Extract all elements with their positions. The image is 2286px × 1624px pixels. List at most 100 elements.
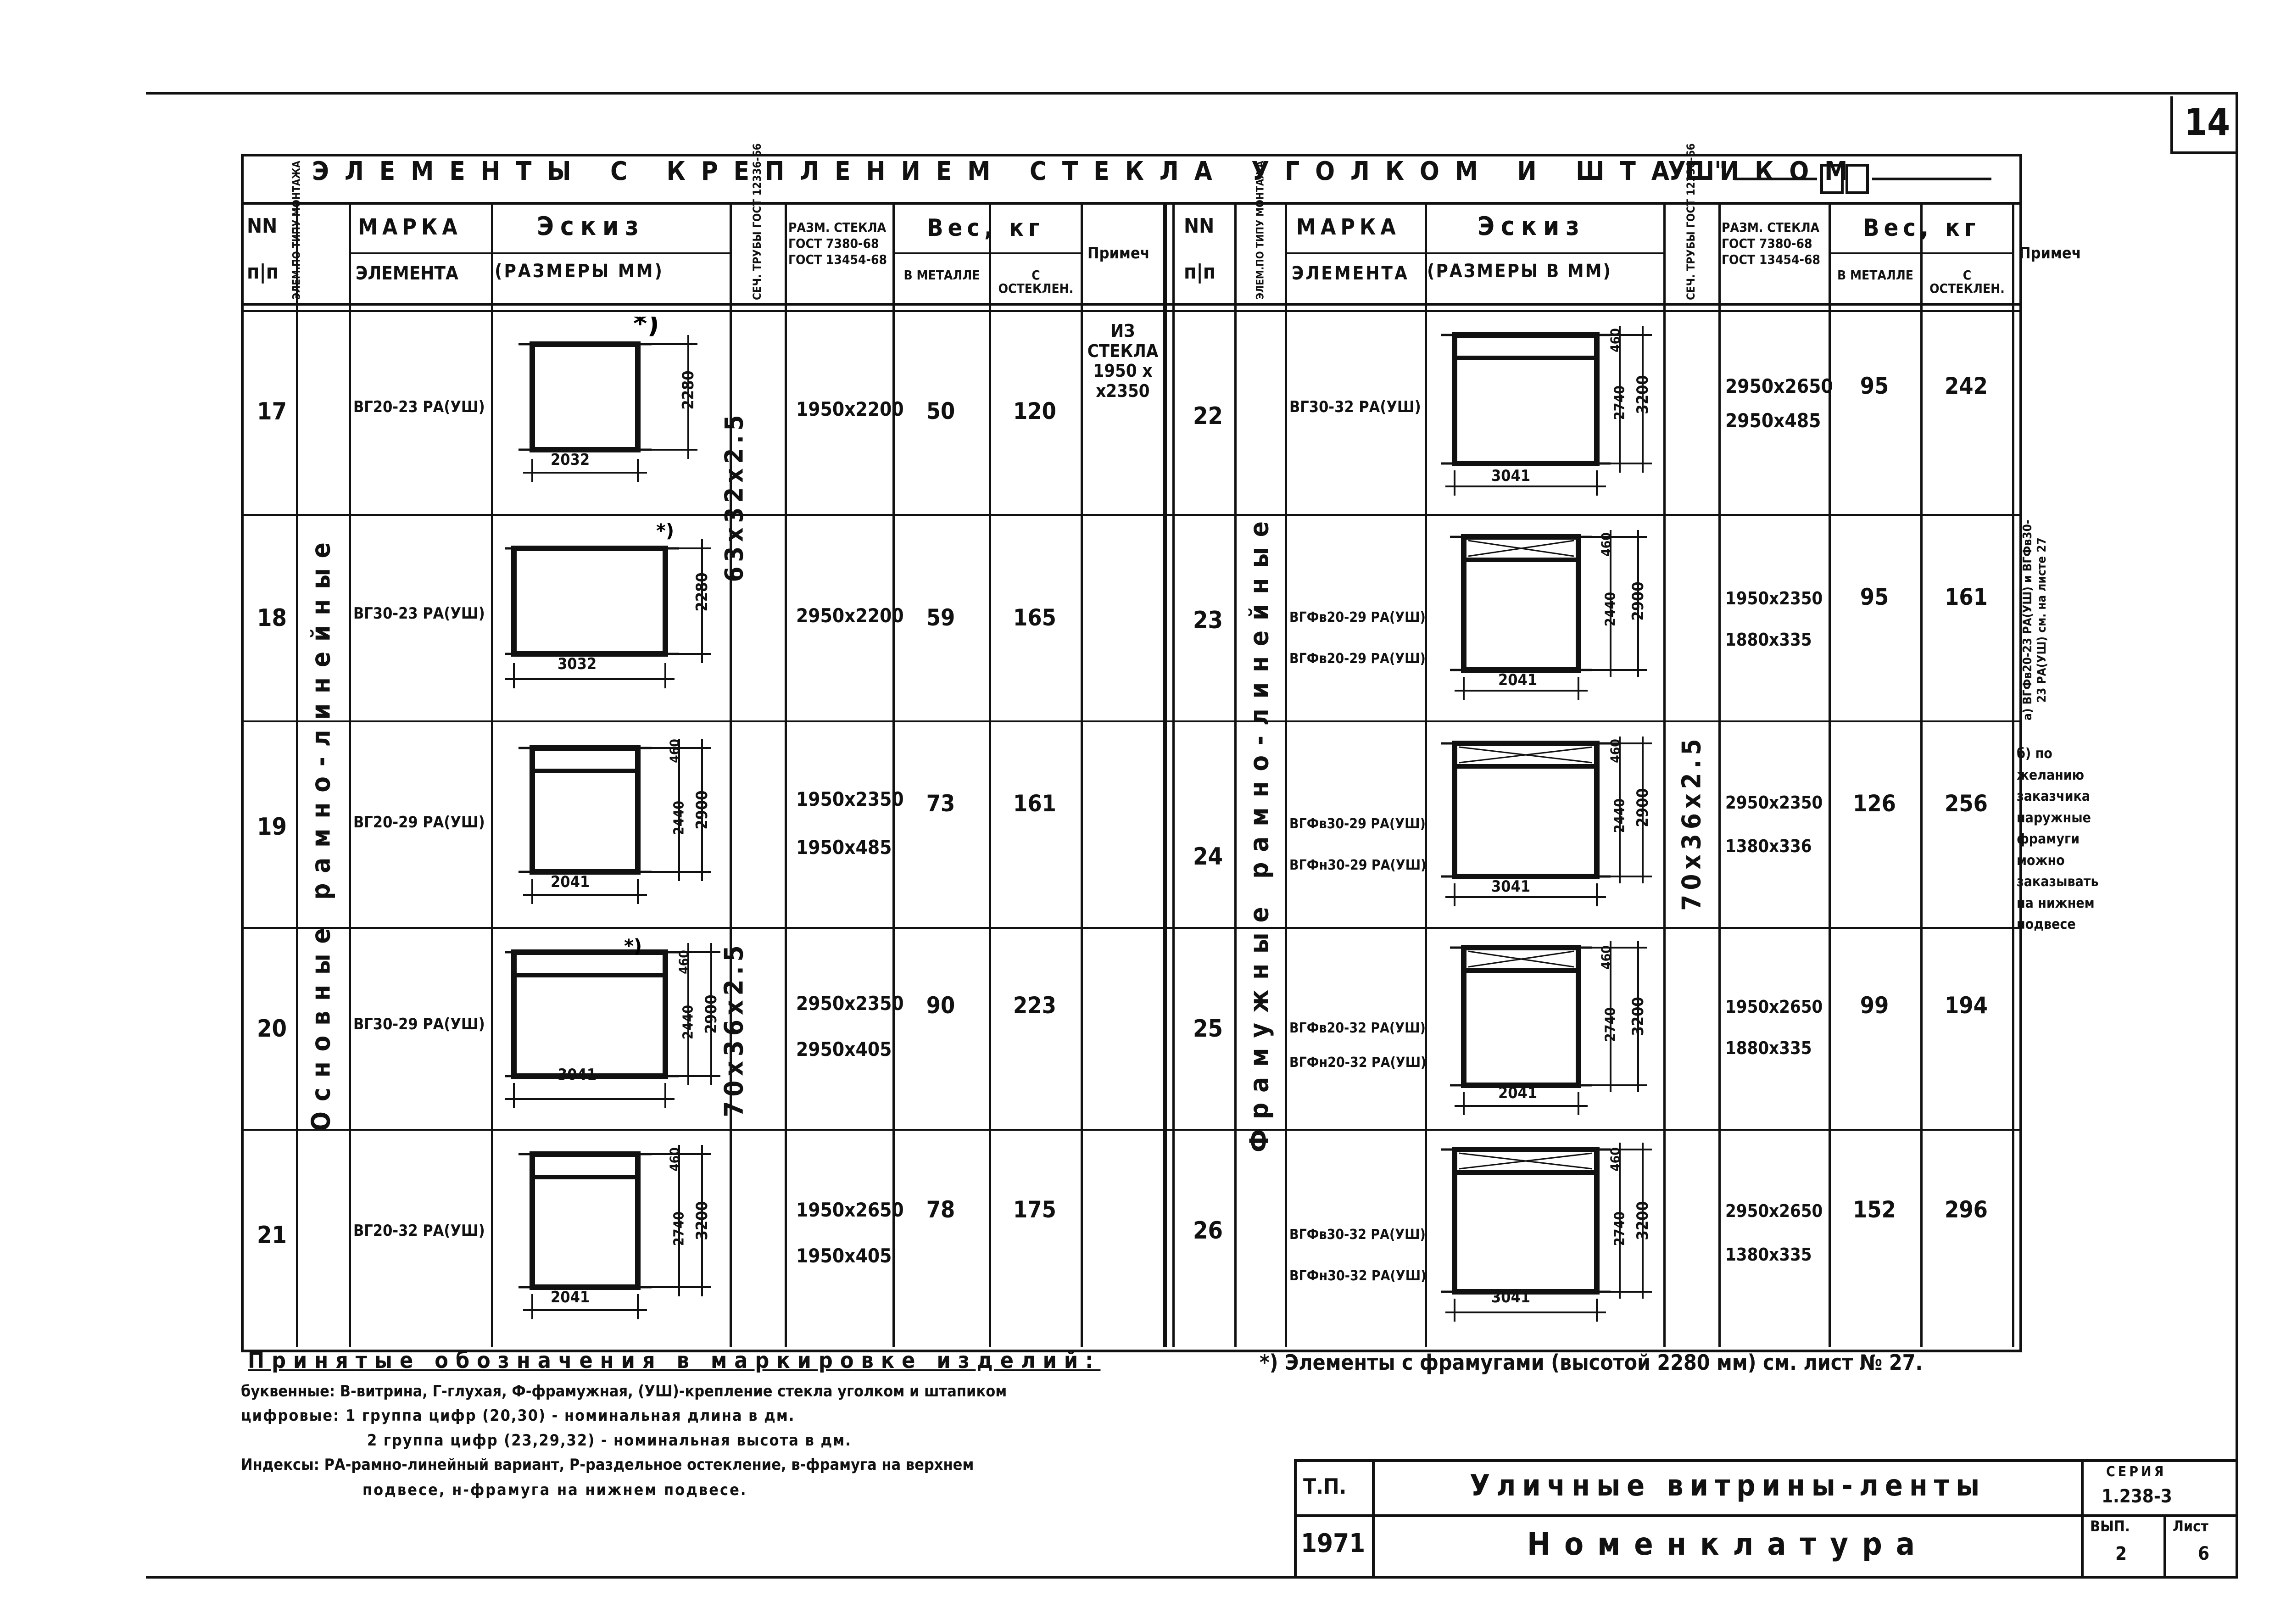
sketch-dim-width: 3041 <box>1491 877 1531 896</box>
col-line <box>989 202 991 1347</box>
row-number: 25 <box>1193 1015 1223 1043</box>
legend-title: Принятые обозначения в маркировке издели… <box>248 1348 1101 1373</box>
header-glass-size-right: РАЗМ. СТЕКЛА ГОСТ 7380-68 ГОСТ 13454-68 <box>1722 220 1821 267</box>
table-title: ЭЛЕМЕНТЫ С КРЕПЛЕНИЕМ СТЕКЛА УГОЛКОМ И Ш… <box>312 156 1863 186</box>
glass-size-2: 1380х336 <box>1725 836 1812 856</box>
sketch-dim-width: 2041 <box>1498 1084 1538 1102</box>
sketch-frame-drawing: *) <box>505 936 720 1108</box>
header-glazed-right: С ОСТЕКЛЕН. <box>1929 268 2005 296</box>
header-montage-right: ЭЛЕМ.ПО ТИПУ МОНТАЖА <box>1255 161 1266 300</box>
title-block-col <box>2081 1459 2084 1576</box>
glass-size: 1950х2350 <box>1725 588 1823 608</box>
header-glass-size: РАЗМ. СТЕКЛА ГОСТ 7380-68 ГОСТ 13454-68 <box>788 220 887 267</box>
stamp-subtitle: Номенклатура <box>1527 1526 1929 1563</box>
sketch-dim-height-2: 2740 <box>1611 1211 1628 1246</box>
stamp-issue: 2 <box>2115 1543 2127 1564</box>
sketch-dim-width: 2041 <box>1498 671 1538 689</box>
sketch-dim-width: 2041 <box>551 873 590 891</box>
sketch-dim-top: 460 <box>676 950 691 974</box>
title-row-line <box>241 202 2019 205</box>
element-mark-2: ВГФн30-32 РА(УШ) <box>1289 1268 1427 1284</box>
header-pipe-right: СЕЧ. ТРУБЫ ГОСТ 12336-66 <box>1684 143 1697 300</box>
col-line <box>1829 202 1831 1347</box>
angle-profile-icon <box>1734 164 1991 194</box>
stamp-series-label: СЕРИЯ <box>2106 1464 2167 1480</box>
sketch-dim-height-2: 2740 <box>671 1211 687 1246</box>
weight-glazed: 175 <box>1013 1196 1056 1223</box>
sketch-dim-width: 3041 <box>1491 467 1531 485</box>
header-weight-right: Вес, кг <box>1863 214 1980 242</box>
weight-sub-line <box>1829 252 2012 254</box>
center-divider-2 <box>1172 202 1175 1347</box>
glass-size: 2950х2350 <box>1725 792 1823 813</box>
sketch-dim-top: 460 <box>1598 945 1614 970</box>
header-eskiz: Эскиз <box>537 212 645 241</box>
sketch-dim-height-2: 2740 <box>1602 1007 1619 1042</box>
element-mark-2: ВГФн20-32 РА(УШ) <box>1289 1055 1427 1071</box>
header-glazed: С ОСТЕКЛЕН. <box>998 268 1074 296</box>
row-sep-1 <box>241 514 2019 516</box>
header-np-right: п|п <box>1184 260 1216 284</box>
sketch-dim-width: 2032 <box>551 451 590 469</box>
col-line <box>1663 202 1666 1347</box>
weight-glazed: 242 <box>1945 373 1988 399</box>
weight-metal: 50 <box>926 398 955 424</box>
glass-size: 1950х2200 <box>796 398 904 420</box>
element-mark: ВГ30-32 РА(УШ) <box>1289 398 1421 416</box>
stamp-sheet: 6 <box>2198 1543 2210 1564</box>
weight-glazed: 120 <box>1013 398 1056 424</box>
col-line <box>1081 202 1083 1347</box>
weight-metal: 95 <box>1860 373 1889 399</box>
title-block <box>1294 1459 2238 1579</box>
footnote: *) Элементы с фрамугами (высотой 2280 мм… <box>1260 1350 1923 1375</box>
header-nn: NN <box>247 214 278 238</box>
sketch-dim-height: 2900 <box>702 994 720 1034</box>
header-montage: ЭЛЕМ.ПО ТИПУ МОНТАЖА <box>291 161 303 300</box>
weight-metal: 59 <box>926 604 955 631</box>
row-number: 26 <box>1193 1217 1223 1245</box>
glass-size: 2950х2350 <box>796 992 904 1015</box>
weight-glazed: 161 <box>1013 790 1056 817</box>
header-weight: Вес, кг <box>927 214 1044 242</box>
col-line <box>349 202 351 1347</box>
row-number: 23 <box>1193 607 1223 634</box>
sketch-frame-drawing <box>1450 530 1647 700</box>
stamp-series: 1.238-3 <box>2102 1486 2172 1507</box>
col-line <box>1920 202 1923 1347</box>
glass-size-2: 1950х485 <box>796 836 892 859</box>
stamp-tp: Т.П. <box>1303 1474 1347 1499</box>
row-number: 21 <box>257 1222 287 1249</box>
sketch-frame-drawing: *) <box>505 523 711 688</box>
table-title-suffix: УШ" <box>1668 156 1727 186</box>
element-mark: ВГ20-32 РА(УШ) <box>353 1222 485 1240</box>
left-montage-label: Основные рамно-линейные <box>306 532 336 1131</box>
glass-size-2: 1880х335 <box>1725 630 1812 650</box>
glass-size: 2950х2650 <box>1725 1201 1823 1221</box>
row-sep-4 <box>241 1129 2019 1131</box>
header-marka2-right: ЭЛЕМЕНТА <box>1292 263 1409 284</box>
glass-size-2: 1880х335 <box>1725 1038 1812 1058</box>
stamp-sheet-label: Лист <box>2173 1518 2208 1535</box>
legend-line: Индексы: РА-рамно-линейный вариант, Р-ра… <box>241 1456 974 1474</box>
header-eskiz-right: Эскиз <box>1478 212 1586 241</box>
center-divider <box>1163 202 1167 1347</box>
element-mark: ВГФв30-29 РА(УШ) <box>1289 816 1426 832</box>
row-number: 20 <box>257 1015 287 1043</box>
header-np: п|п <box>247 260 279 284</box>
glass-size: 2950х2650 <box>1725 375 1833 397</box>
sketch-dim-width: 3041 <box>558 1066 597 1084</box>
sketch-dim-height-2: 2440 <box>1611 798 1628 833</box>
element-mark: ВГФв20-32 РА(УШ) <box>1289 1020 1426 1036</box>
glass-size: 1950х2350 <box>796 788 904 810</box>
col-line <box>785 202 787 1347</box>
weight-sub-line <box>892 252 1081 254</box>
sketch-dim-top: 460 <box>1598 532 1614 557</box>
glass-size-2: 1950х405 <box>796 1245 892 1267</box>
weight-metal: 99 <box>1860 992 1889 1019</box>
sketch-frame-drawing: *) <box>519 317 697 482</box>
header-eskiz-sub-right: (РАЗМЕРЫ В ММ) <box>1427 261 1612 282</box>
header-eskiz-sub: (РАЗМЕРЫ ММ) <box>495 261 664 282</box>
element-mark-2: ВГФн30-29 РА(УШ) <box>1289 857 1427 873</box>
row-sep-2 <box>241 720 2019 722</box>
left-note: ИЗ СТЕКЛА 1950 х х2350 <box>1087 321 1159 402</box>
